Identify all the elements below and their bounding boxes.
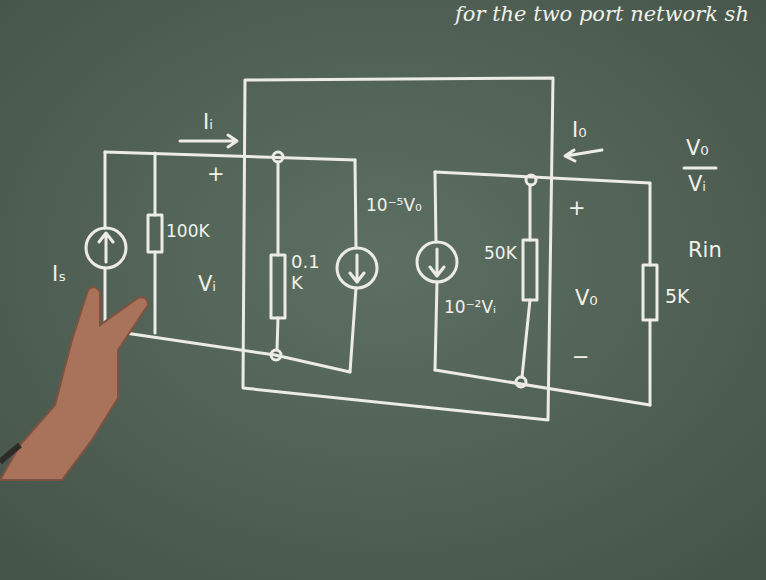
resistor-value: 50K — [484, 244, 517, 264]
dependent-source-symbol — [417, 242, 457, 282]
fraction-bar — [684, 167, 716, 170]
port-terminal — [516, 377, 526, 387]
resistor-symbol — [643, 265, 657, 320]
port-terminal — [526, 175, 536, 185]
current-label: Iₛ — [52, 262, 66, 286]
voltage-label: Vᵢ — [688, 172, 706, 196]
current-label: I₀ — [572, 118, 587, 142]
current-arrow — [180, 135, 237, 147]
bottom-wire — [105, 330, 350, 372]
hand-photo — [0, 287, 148, 480]
resistor-symbol — [523, 240, 537, 300]
resistor-symbol — [148, 215, 162, 252]
two-port-box — [243, 78, 553, 420]
current-arrow — [565, 150, 602, 161]
resistor-value: 5K — [665, 286, 690, 308]
bottom-wire — [435, 370, 650, 405]
current-source-symbol — [86, 228, 126, 268]
source-wire — [350, 160, 356, 372]
polarity-sign: + — [207, 162, 225, 186]
top-wire — [435, 172, 650, 183]
top-wire — [105, 152, 355, 160]
source-value: 10⁻⁵V₀ — [366, 196, 422, 216]
resistor-value: 0.1 K — [291, 252, 325, 293]
board-heading: for the two port network sh — [455, 2, 749, 26]
port-terminal — [271, 350, 281, 360]
voltage-label: V₀ — [575, 286, 598, 310]
circuit — [86, 78, 716, 420]
source-arrow — [99, 233, 113, 262]
polarity-sign: + — [568, 196, 586, 220]
source-value: 10⁻²Vᵢ — [444, 298, 496, 318]
current-label: Iᵢ — [203, 110, 213, 134]
wristwatch — [0, 445, 20, 462]
quantity-label: Rin — [688, 238, 722, 262]
dependent-source-symbol — [337, 248, 377, 288]
resistor-value: 100K — [166, 222, 210, 242]
load-wire — [649, 183, 652, 405]
voltage-label: V₀ — [686, 136, 709, 160]
polarity-sign: − — [572, 345, 590, 369]
resistor-wire — [154, 153, 157, 333]
resistor-symbol — [271, 255, 285, 318]
source-arrow — [350, 255, 364, 282]
voltage-label: Vᵢ — [198, 272, 216, 296]
source-arrow — [430, 249, 444, 276]
